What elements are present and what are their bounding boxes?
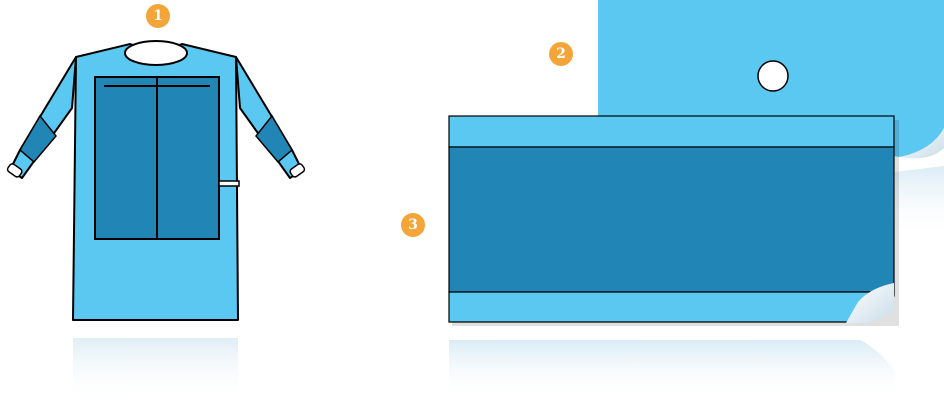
fenestrated-drape-reflection <box>895 166 944 240</box>
gown-right-sleeve <box>236 57 302 178</box>
gown-side-tie <box>219 181 239 186</box>
striped-drape-bottom-band <box>449 292 894 322</box>
callout-badge-2: 2 <box>549 42 573 66</box>
striped-drape-illustration <box>449 116 899 400</box>
striped-drape-middle-band <box>449 147 894 292</box>
gown-left-sleeve <box>10 57 76 178</box>
gown-collar <box>125 41 187 65</box>
fenestration-hole <box>758 61 788 91</box>
striped-drape-top-band <box>449 116 894 147</box>
striped-drape-reflection <box>449 340 895 400</box>
callout-badge-3: 3 <box>401 213 425 237</box>
gown-reflection <box>73 338 238 402</box>
gown-illustration <box>6 41 305 402</box>
callout-badge-1: 1 <box>146 4 170 28</box>
